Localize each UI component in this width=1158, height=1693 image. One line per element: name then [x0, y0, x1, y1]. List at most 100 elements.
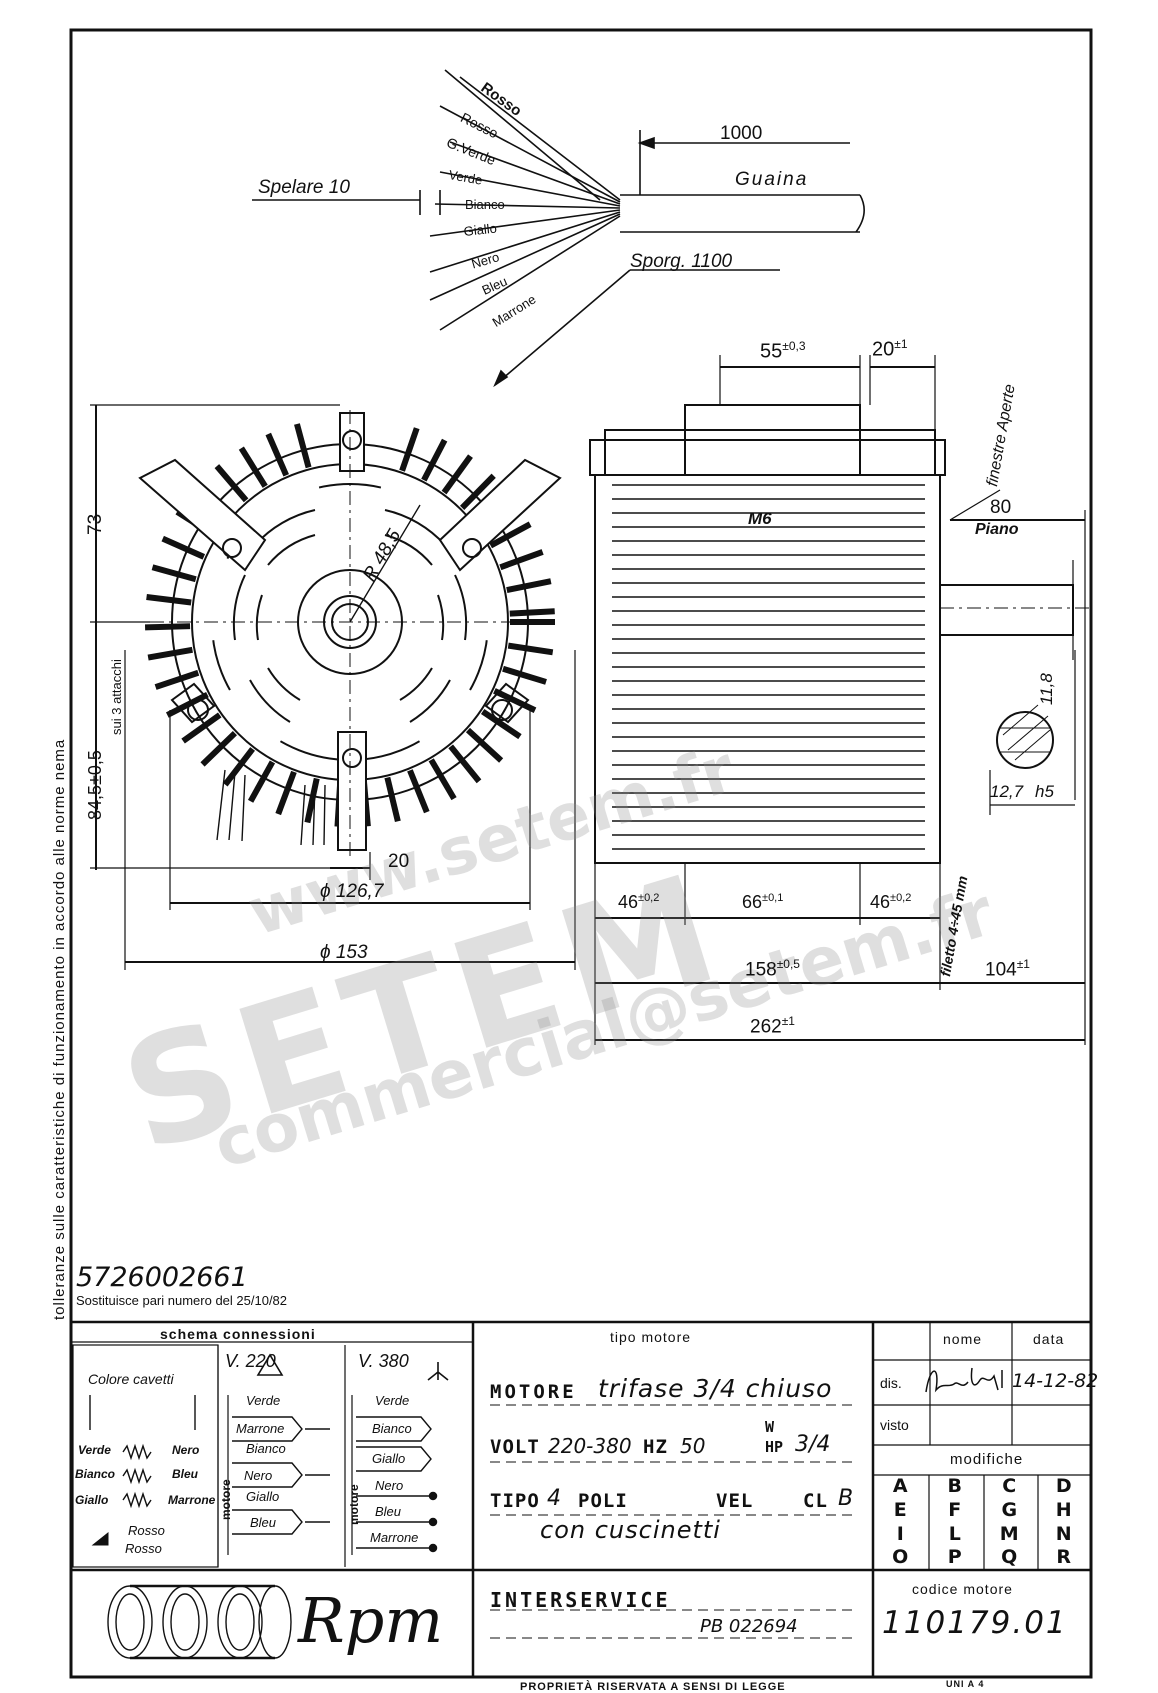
cooling-fin [480, 708, 522, 740]
dim-66: 66±0,1 [742, 892, 784, 912]
overhang-label: Sporg. 1100 [630, 251, 733, 272]
cl-value: B [838, 1486, 854, 1511]
mount-note: sui 3 attacchi [109, 659, 124, 735]
cable-length: 1000 [720, 123, 763, 144]
terminal: Bleu [250, 1515, 277, 1530]
dim-158: 158±0,5 [745, 958, 800, 979]
thread-m6: M6 [748, 509, 772, 528]
dim-46b-tol: ±0,2 [890, 892, 912, 904]
strip-label: Spelare 10 [258, 177, 350, 198]
customer-name: INTERSERVICE [490, 1588, 671, 1612]
front-view [90, 404, 576, 970]
dim-diam-126: ϕ 126,7 [320, 881, 384, 902]
cooling-fin [154, 669, 200, 690]
wire-label: Giallo [462, 220, 498, 239]
tipo-value: 4 [547, 1486, 561, 1511]
cooling-fin [448, 744, 482, 784]
terminal: Verde [246, 1393, 281, 1408]
mod-letter: P [947, 1546, 962, 1569]
name-header: nome [943, 1331, 983, 1347]
shaft-fit: h5 [1035, 782, 1054, 801]
dim-46a-value: 46 [618, 892, 639, 912]
modification-letters: A B C D E F G H I L M N O P Q R [873, 1475, 1091, 1570]
footer-copyright: PROPRIETÀ RISERVATA A SENSI DI LEGGE [520, 1681, 786, 1693]
cooling-fin [421, 438, 448, 482]
cooling-fin [238, 446, 268, 488]
replaces-note: Sostituisce pari numero del 25/10/82 [76, 1293, 288, 1308]
mod-letter: H [1055, 1498, 1072, 1521]
dim-80: 80 [990, 497, 1012, 518]
mod-letter: N [1055, 1522, 1072, 1545]
cooling-fin [294, 423, 312, 469]
plane-label: Piano [975, 521, 1019, 538]
terminal: Giallo [372, 1451, 406, 1466]
cooling-fin [509, 608, 555, 617]
tolerance-side-note: tolleranze sulle caratteristiche di funz… [51, 738, 68, 1320]
dim-20-tol: ±1 [894, 337, 908, 351]
v220-label: V. 220 [225, 1351, 276, 1371]
mod-letter: E [893, 1498, 907, 1521]
signature [918, 1360, 1010, 1400]
volt-value: 220-380 [548, 1434, 632, 1458]
drawn-label: dis. [880, 1375, 902, 1391]
hp-label: HP [765, 1438, 784, 1456]
dim-46a-tol: ±0,2 [638, 892, 660, 904]
dim-20-side: 20±1 [872, 338, 908, 360]
dim-55: 55±0,3 [760, 340, 806, 362]
cooling-fin [146, 594, 192, 606]
terminal: Nero [244, 1468, 273, 1483]
cooling-fin [502, 665, 547, 685]
cooling-fin [507, 642, 554, 656]
cooling-fin [144, 623, 191, 631]
w-label: W [765, 1418, 775, 1436]
cooling-fin [465, 727, 504, 763]
title-block-lines [71, 1320, 1091, 1677]
mod-letter: I [896, 1522, 904, 1545]
cooling-fin [247, 760, 276, 803]
cooling-fin [460, 473, 496, 510]
color-right: Marrone [168, 1493, 216, 1507]
cooling-fin [489, 521, 532, 549]
dim-55-tol: ±0,3 [782, 339, 806, 353]
dim-46a: 46±0,2 [618, 892, 660, 912]
modifications-header: modifiche [950, 1451, 1024, 1468]
cooling-fin [222, 747, 255, 787]
sheath-label: Guaina [735, 169, 809, 190]
cable-bundle [252, 69, 865, 388]
color-right: Bleu [172, 1467, 199, 1481]
dim-73: 73 [85, 513, 106, 535]
drawn-date: 14-12-82 [1012, 1370, 1099, 1392]
mod-letter: Q [1001, 1546, 1018, 1569]
side-view [589, 355, 1090, 1045]
dim-104-tol: ±1 [1016, 957, 1030, 971]
dim-46b: 46±0,2 [870, 892, 912, 912]
mod-letter: M [999, 1522, 1019, 1545]
motor-type-title: tipo motore [610, 1329, 692, 1345]
tipo-label: TIPO [490, 1490, 540, 1512]
cooling-fin [428, 758, 457, 801]
color-right: Nero [172, 1443, 200, 1457]
dim-66-tol: ±0,1 [762, 892, 784, 904]
color-left: Verde [78, 1443, 111, 1457]
vel-label: VEL [716, 1490, 754, 1512]
dim-66-value: 66 [742, 892, 763, 912]
rpm-logo-coils [107, 1584, 292, 1660]
dim-104-value: 104 [985, 959, 1017, 981]
v380-label: V. 380 [358, 1351, 409, 1371]
dim-158-tol: ±0,5 [776, 957, 800, 971]
terminal: Marrone [236, 1421, 285, 1436]
dim-20-value: 20 [872, 338, 895, 361]
mod-letter: B [947, 1475, 962, 1497]
cooling-fin [499, 549, 544, 571]
checked-label: visto [880, 1417, 909, 1433]
terminal: Verde [375, 1393, 410, 1408]
volt-label: VOLT [490, 1436, 540, 1458]
hz-label: HZ [643, 1436, 668, 1458]
cl-label: CL [803, 1490, 828, 1512]
drawing-frame [69, 28, 1093, 1679]
dim-11-8: 11,8 [1037, 673, 1056, 705]
color-left: Bianco [75, 1467, 116, 1481]
motor-line-label: MOTORE [490, 1381, 577, 1403]
wire-label: Bianco [465, 197, 505, 212]
